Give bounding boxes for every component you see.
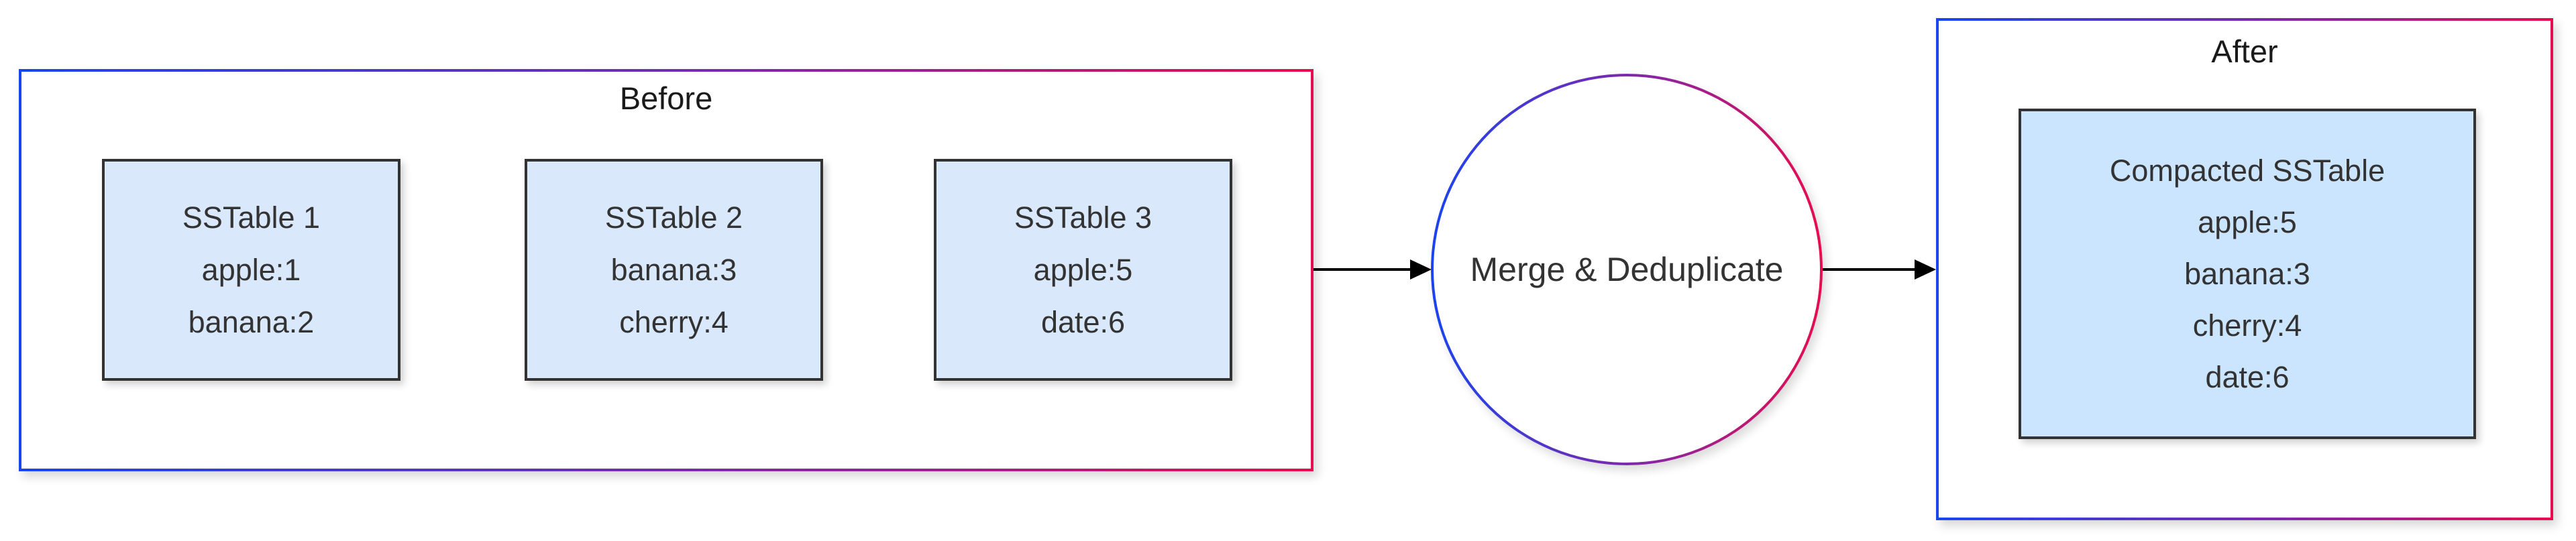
compacted-sstable-title: Compacted SSTable — [2109, 154, 2385, 188]
sstable-1-title: SSTable 1 — [182, 200, 321, 235]
arrow-before-to-merge-arrowhead-icon — [1410, 259, 1432, 280]
before-group-label: Before — [619, 80, 713, 116]
after-group: After Compacted SSTable apple:5 banana:3… — [1936, 18, 2553, 520]
merge-deduplicate-label: Merge & Deduplicate — [1470, 251, 1784, 288]
merge-deduplicate-node: Merge & Deduplicate — [1431, 74, 1823, 465]
arrow-merge-to-after-arrowhead-icon — [1915, 259, 1936, 280]
sstable-1-box: SSTable 1 apple:1 banana:2 — [102, 159, 400, 381]
sstable-2-box: SSTable 2 banana:3 cherry:4 — [525, 159, 823, 381]
before-group: Before SSTable 1 apple:1 banana:2 SSTabl… — [19, 69, 1313, 471]
merge-deduplicate-node-inner: Merge & Deduplicate — [1434, 76, 1820, 463]
compacted-sstable-row: banana:3 — [2184, 257, 2310, 291]
after-group-label: After — [2211, 34, 2278, 69]
sstable-2-title: SSTable 2 — [604, 200, 743, 235]
sstable-3-box: SSTable 3 apple:5 date:6 — [934, 159, 1232, 381]
compacted-sstable-row: cherry:4 — [2192, 308, 2302, 343]
sstable-2-row: banana:3 — [610, 252, 737, 287]
sstable-1-row: apple:1 — [201, 252, 301, 287]
sstable-2-row: cherry:4 — [619, 304, 729, 339]
sstable-3-row: date:6 — [1040, 304, 1126, 339]
sstable-3-row: apple:5 — [1033, 252, 1133, 287]
arrow-merge-to-after-line — [1823, 268, 1915, 271]
compacted-sstable-row: apple:5 — [2198, 205, 2297, 239]
compacted-sstable-box: Compacted SSTable apple:5 banana:3 cherr… — [2019, 109, 2476, 439]
arrow-before-to-merge-line — [1313, 268, 1410, 271]
compacted-sstable-row: date:6 — [2205, 360, 2290, 394]
sstable-1-row: banana:2 — [188, 304, 315, 339]
sstable-3-title: SSTable 3 — [1014, 200, 1152, 235]
